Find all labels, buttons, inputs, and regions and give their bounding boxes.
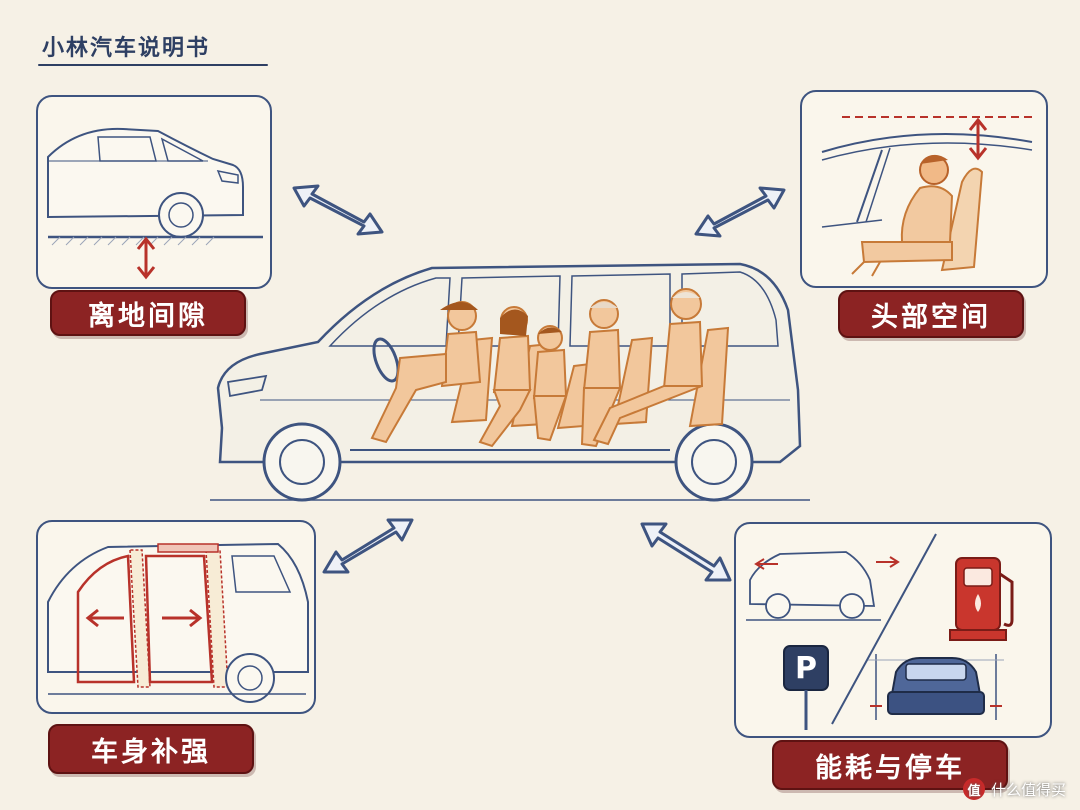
body-reinforcement-badge: 车身补强 [48, 724, 254, 774]
head-room-illustration [821, 116, 1034, 277]
ground-clearance-panel [36, 95, 272, 289]
body-reinforcement-panel [36, 520, 316, 714]
watermark: 值 什么值得买 [962, 778, 1066, 800]
watermark-text: 什么值得买 [990, 780, 1066, 799]
page-title: 小林汽车说明书 [42, 36, 211, 61]
head-room-badge: 头部空间 [838, 290, 1024, 338]
center-mpv-cutaway [210, 262, 810, 502]
energy-parking-panel: P [734, 522, 1052, 738]
title-underline [38, 64, 268, 66]
body-reinforcement-illustration [47, 542, 309, 703]
ground-clearance-badge: 离地间隙 [50, 290, 246, 336]
ground-clearance-illustration [47, 127, 263, 280]
double-arrow-top-right [694, 186, 786, 238]
watermark-logo: 值 [962, 778, 985, 800]
head-room-panel [800, 90, 1048, 288]
energy-parking-illustration [746, 533, 1014, 730]
double-arrow-bottom-right [640, 522, 732, 582]
parking-sign-letter: P [795, 650, 817, 686]
double-arrow-top-left [292, 184, 384, 236]
double-arrow-bottom-left [322, 518, 414, 574]
